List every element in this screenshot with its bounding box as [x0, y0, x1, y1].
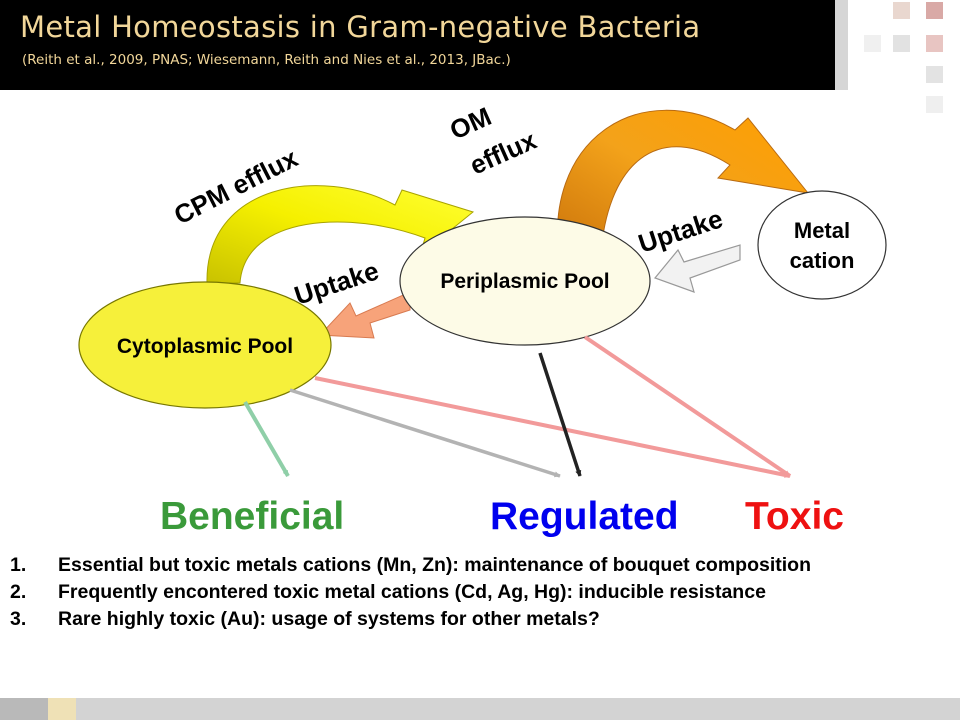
toxic-arrow-from-cytoplasm: [314, 376, 791, 478]
decor-square: [926, 66, 943, 83]
metal-cation-label-line1: Metal: [794, 218, 850, 243]
slide-title: Metal Homeostasis in Gram-negative Bacte…: [20, 10, 701, 44]
beneficial-arrow: [243, 400, 290, 478]
regulated-arrow-from-periplasm: [538, 352, 582, 477]
uptake-inner-arrow: [318, 291, 411, 339]
decor-square: [893, 35, 910, 52]
footer-strip: [76, 698, 960, 720]
note-item: 3. Rare highly toxic (Au): usage of syst…: [10, 606, 950, 633]
periplasmic-pool-label: Periplasmic Pool: [440, 270, 609, 293]
regulated-arrow-from-cytoplasm: [289, 388, 561, 478]
decorative-strip: [835, 0, 848, 90]
note-number: 1.: [10, 554, 27, 576]
note-text: Frequently encontered toxic metal cation…: [58, 581, 766, 603]
uptake-outer-arrow: [653, 244, 741, 293]
om-efflux-arrow: [557, 109, 810, 266]
cytoplasmic-pool-label: Cytoplasmic Pool: [117, 335, 293, 358]
decor-square: [926, 2, 943, 19]
decor-square: [926, 96, 943, 113]
outcome-toxic: Toxic: [745, 495, 844, 538]
note-item: 1. Essential but toxic metals cations (M…: [10, 552, 950, 579]
outcome-beneficial: Beneficial: [160, 495, 345, 538]
decor-square: [864, 35, 881, 52]
decor-square: [893, 2, 910, 19]
footer-square: [48, 698, 76, 720]
cpm-efflux-arrow: [206, 185, 475, 284]
note-text: Essential but toxic metals cations (Mn, …: [58, 554, 811, 576]
periplasmic-pool-node: [399, 216, 651, 346]
slide-subtitle: (Reith et al., 2009, PNAS; Wiesemann, Re…: [22, 52, 511, 68]
note-item: 2. Frequently encontered toxic metal cat…: [10, 579, 950, 606]
metal-cation-node: [757, 190, 887, 300]
uptake-inner-label: Uptake: [291, 255, 383, 310]
uptake-outer-label: Uptake: [635, 203, 727, 258]
metal-cation-label-line2: cation: [790, 248, 855, 273]
decor-square: [926, 35, 943, 52]
outcome-regulated: Regulated: [490, 495, 679, 538]
note-number: 2.: [10, 581, 27, 603]
note-number: 3.: [10, 608, 27, 630]
om-efflux-label-line1: OM: [445, 101, 495, 145]
note-text: Rare highly toxic (Au): usage of systems…: [58, 608, 600, 630]
toxic-arrow-from-periplasm: [583, 335, 792, 478]
title-bar: Metal Homeostasis in Gram-negative Bacte…: [0, 0, 835, 90]
cytoplasmic-pool-node: [78, 281, 332, 409]
notes-list: 1. Essential but toxic metals cations (M…: [10, 552, 950, 633]
footer-square: [0, 698, 48, 720]
